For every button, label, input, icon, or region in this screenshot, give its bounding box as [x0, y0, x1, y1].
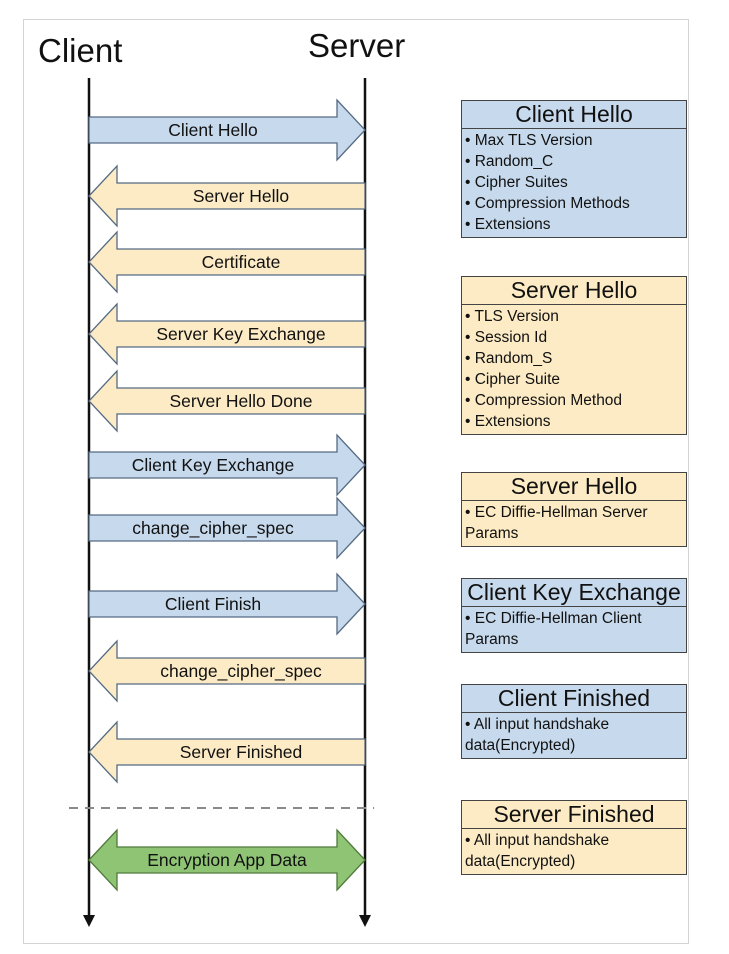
- server-lifeline-arrowhead: [359, 915, 371, 927]
- info-box-title: Client Key Exchange: [462, 579, 686, 607]
- info-box-item: • All input handshake data(Encrypted): [465, 832, 610, 870]
- info-box-item: • All input handshake data(Encrypted): [465, 716, 610, 754]
- info-box-body: • EC Diffie-Hellman Client Params: [462, 607, 686, 652]
- info-box-title: Server Hello: [462, 277, 686, 305]
- message-label-4: Server Key Exchange: [156, 324, 325, 344]
- message-label-8: Client Finish: [165, 594, 261, 614]
- info-box-title: Server Finished: [462, 801, 686, 829]
- info-box-2: Server Hello • TLS Version • Session Id • R…: [461, 276, 687, 435]
- info-box-title: Client Finished: [462, 685, 686, 713]
- message-arrow-9: [88, 639, 366, 703]
- message-arrow-2: [88, 164, 366, 228]
- message-arrow-10: [88, 720, 366, 784]
- message-arrow-3: [88, 230, 366, 294]
- info-box-item: • Cipher Suite: [465, 371, 561, 388]
- client-header: Client: [38, 32, 123, 69]
- info-box-item: • EC Diffie-Hellman Client Params: [465, 610, 642, 648]
- message-arrow-7: [88, 496, 366, 560]
- info-box-5: Client Finished • All input handshake dat…: [461, 684, 687, 759]
- client-lifeline-arrowhead: [83, 915, 95, 927]
- message-arrow-4: [88, 302, 366, 366]
- server-header: Server: [308, 27, 406, 64]
- info-box-item: • Compression Methods: [465, 195, 630, 212]
- message-label-6: Client Key Exchange: [132, 455, 294, 475]
- info-box-title: Server Hello: [462, 473, 686, 501]
- message-arrow-5: [88, 369, 366, 433]
- info-box-title: Client Hello: [462, 101, 686, 129]
- info-box-item: • Extensions: [465, 216, 551, 233]
- info-box-item: • Random_S: [465, 350, 553, 367]
- info-box-item: • Extensions: [465, 413, 551, 430]
- info-box-item: • Random_C: [465, 153, 554, 170]
- info-box-body: • All input handshake data(Encrypted): [462, 713, 686, 758]
- message-label-1: Client Hello: [168, 120, 257, 140]
- info-box-4: Client Key Exchange • EC Diffie-Hellman C…: [461, 578, 687, 653]
- info-box-6: Server Finished • All input handshake dat…: [461, 800, 687, 875]
- message-arrow-8: [88, 572, 366, 636]
- message-arrow-1: [88, 98, 366, 162]
- info-box-item: • EC Diffie-Hellman Server Params: [465, 504, 648, 542]
- message-label-2: Server Hello: [193, 186, 289, 206]
- message-label-11: Encryption App Data: [147, 850, 307, 870]
- info-box-item: • Cipher Suites: [465, 174, 568, 191]
- info-box-item: • TLS Version: [465, 308, 559, 325]
- message-label-10: Server Finished: [180, 742, 303, 762]
- info-box-item: • Max TLS Version: [465, 132, 593, 149]
- info-box-3: Server Hello • EC Diffie-Hellman Server P…: [461, 472, 687, 547]
- info-box-1: Client Hello• Max TLS Version• Random_C•…: [461, 100, 687, 238]
- info-box-body: • EC Diffie-Hellman Server Params: [462, 501, 686, 546]
- message-label-5: Server Hello Done: [170, 391, 313, 411]
- message-arrow-6: [88, 433, 366, 497]
- message-arrow-11: [88, 828, 366, 892]
- info-box-body: • All input handshake data(Encrypted): [462, 829, 686, 874]
- info-box-body: • Max TLS Version • Random_C • Cipher Suit…: [462, 129, 686, 237]
- message-label-3: Certificate: [202, 252, 281, 272]
- info-box-item: • Session Id: [465, 329, 548, 346]
- info-box-item: • Compression Method: [465, 392, 623, 409]
- message-label-9: change_cipher_spec: [160, 661, 322, 682]
- message-label-7: change_cipher_spec: [132, 518, 294, 539]
- info-box-body: • TLS Version • Session Id • Random_S • Cip…: [462, 305, 686, 434]
